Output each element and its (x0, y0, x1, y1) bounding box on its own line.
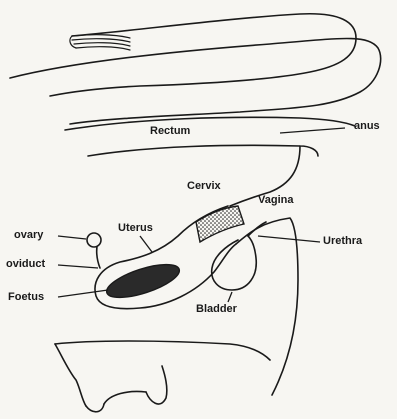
colon-inner-wall (50, 14, 356, 96)
label-foetus: Foetus (8, 292, 44, 303)
label-uterus: Uterus (118, 223, 153, 234)
cervix-band (196, 206, 244, 242)
label-ovary: ovary (14, 230, 43, 241)
teat-right (146, 366, 167, 404)
colon-contents (70, 35, 130, 50)
leader-bladder (228, 292, 232, 302)
vagina-lower-wall (236, 218, 298, 395)
ovary-shape (87, 233, 101, 247)
rectum-lower-wall (88, 145, 318, 156)
label-rectum: Rectum (150, 126, 190, 137)
label-bladder: Bladder (196, 304, 237, 315)
label-vagina: Vagina (258, 195, 293, 206)
foetus-shape (103, 258, 183, 304)
abdomen-outline (55, 341, 270, 360)
colon-outer-wall (10, 39, 381, 125)
label-urethra: Urethra (323, 236, 362, 247)
leader-foetus (58, 290, 108, 297)
udder-middle (104, 392, 146, 405)
leader-oviduct (58, 265, 98, 268)
bladder-outline (212, 236, 257, 290)
label-cervix: Cervix (187, 181, 221, 192)
teat-left (86, 404, 104, 412)
label-oviduct: oviduct (6, 259, 45, 270)
leader-uterus (140, 236, 152, 252)
leader-urethra (258, 236, 320, 242)
leader-ovary (58, 236, 86, 239)
udder-outline (55, 344, 86, 406)
leader-anus (280, 128, 345, 133)
label-anus: anus (354, 121, 380, 132)
